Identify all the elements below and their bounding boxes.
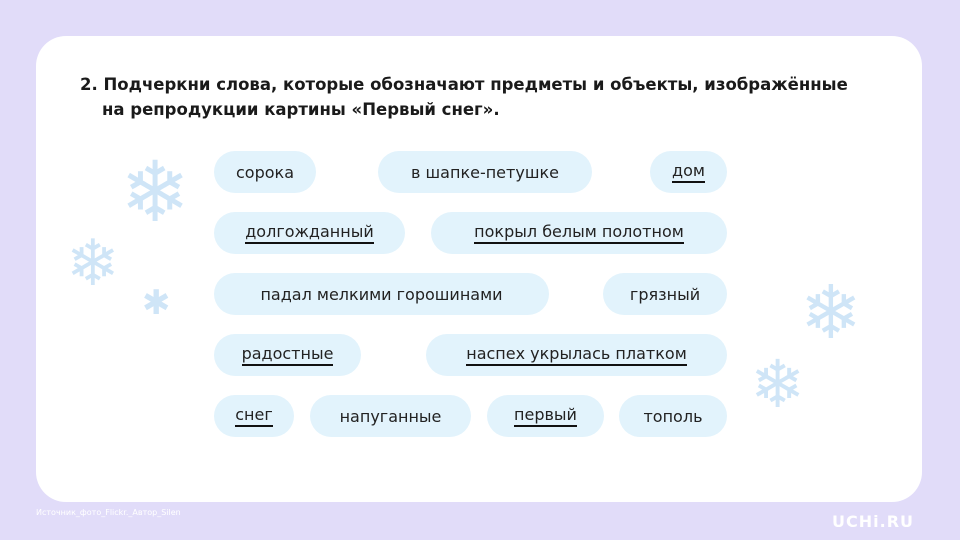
word-chip[interactable]: дом [650,151,727,193]
uchi-logo: UCHi.RU [832,512,914,531]
snowflake-icon: ❄ [120,143,191,241]
task-number: 2. [80,75,98,94]
word-chip[interactable]: грязный [603,273,727,315]
snowflake-icon: ✱ [142,283,171,323]
word-chip[interactable]: снег [214,395,294,437]
word-chip[interactable]: падал мелкими горошинами [214,273,549,315]
word-chip[interactable]: напуганные [310,395,471,437]
snowflake-icon: ❄ [800,270,863,356]
word-chip[interactable]: долгожданный [214,212,405,254]
word-chip[interactable]: тополь [619,395,727,437]
task-card [36,36,922,502]
word-chip[interactable]: покрыл белым полотном [431,212,727,254]
word-chip[interactable]: первый [487,395,604,437]
task-line-1: Подчеркни слова, которые обозначают пред… [103,75,848,94]
photo-source: Источник_фото_Flickr._Автор_Silen [36,508,181,517]
word-chip[interactable]: наспех укрылась платком [426,334,727,376]
word-chip[interactable]: радостные [214,334,361,376]
snowflake-icon: ❄ [750,346,806,423]
word-chip[interactable]: сорока [214,151,316,193]
snowflake-icon: ❄ [66,227,120,301]
word-chip[interactable]: в шапке-петушке [378,151,592,193]
task-text: 2. Подчеркни слова, которые обозначают п… [80,72,848,122]
task-line-2: на репродукции картины «Первый снег». [102,100,500,119]
